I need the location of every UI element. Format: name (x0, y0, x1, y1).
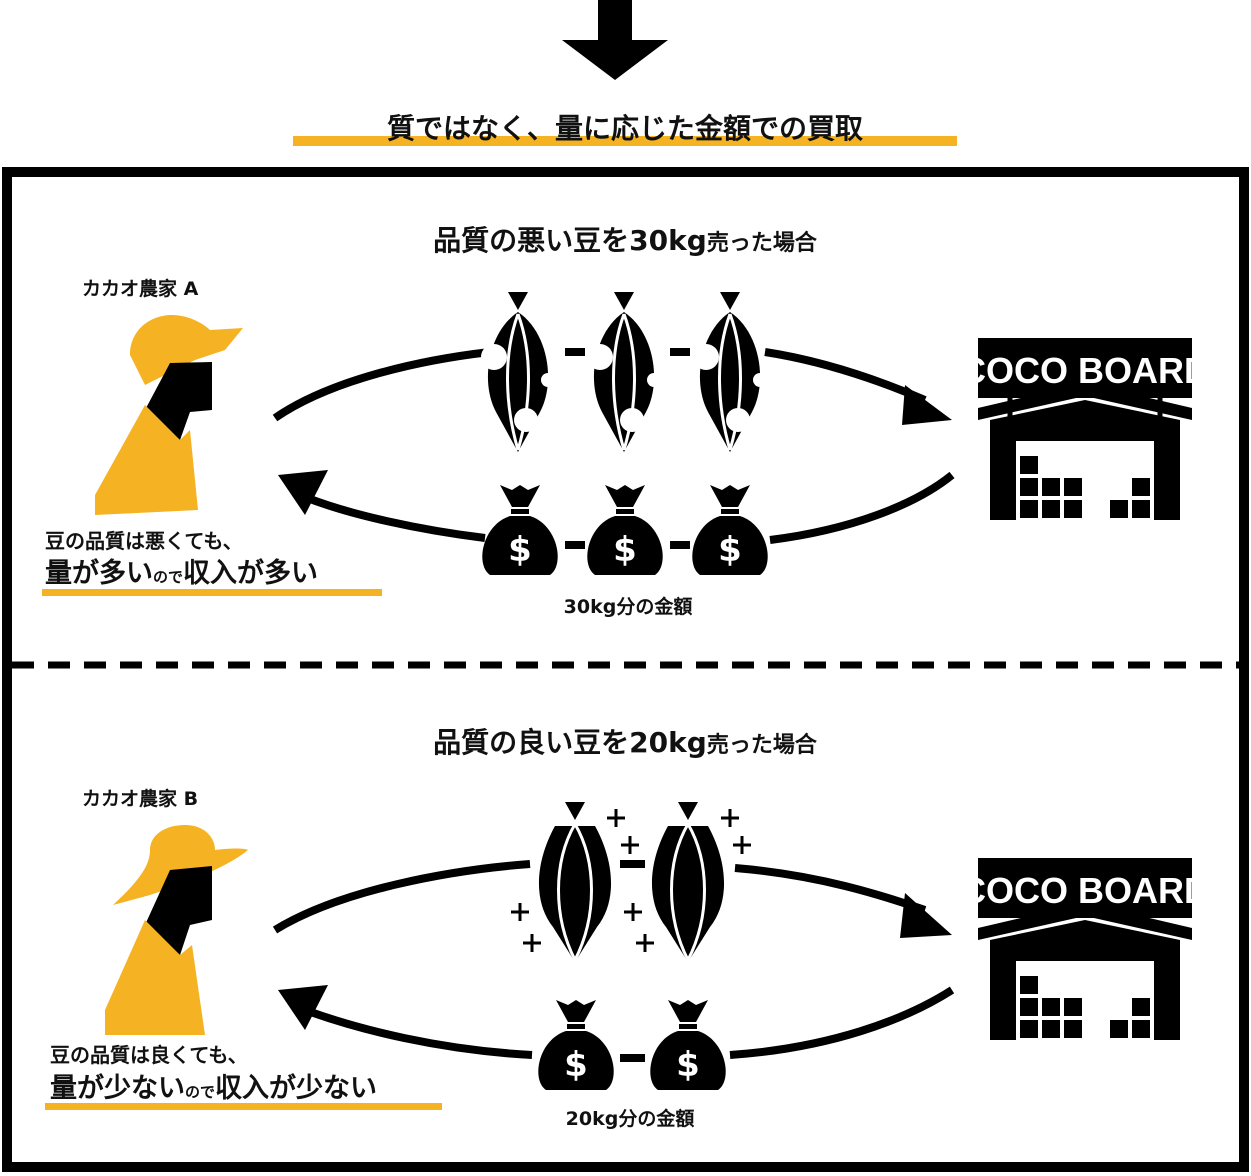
money-bag-icon (692, 485, 768, 575)
arrowhead-right-icon (902, 385, 952, 425)
farmer-label: カカオ農家 B (82, 787, 198, 810)
bad-cacao-bean-icon (585, 290, 663, 454)
money-bag-icon (587, 485, 663, 575)
down-arrow-icon (562, 0, 668, 80)
farmer-label: カカオ農家 A (82, 277, 199, 300)
arrowhead-left-icon (278, 470, 328, 515)
scenario-low-quality: 品質の悪い豆を30kg売った場合 カカオ農家 A 豆の品質は悪くても、 量が多い… (42, 224, 1210, 618)
money-bag-icon (650, 1000, 726, 1090)
good-cacao-bean-icon (537, 800, 613, 964)
amount-label: 20kg分の金額 (566, 1107, 695, 1130)
caption-underline (42, 589, 382, 596)
page-title: 質ではなく、量に応じた金額での買取 (387, 112, 863, 145)
scenario-heading: 品質の悪い豆を30kg売った場合 (433, 224, 818, 257)
title-underline (293, 136, 957, 146)
farmer-caption-line2: 量が少ないので収入が少ない (50, 1072, 377, 1104)
money-bag-icon (482, 485, 558, 575)
warehouse-icon (978, 903, 1192, 1040)
scenario-high-quality: 品質の良い豆を20kg売った場合 カカオ農家 B 豆の品質は良くても、 量が少な… (45, 726, 1210, 1130)
warehouse-icon (978, 383, 1192, 520)
farmer-cap-icon (95, 315, 243, 515)
coco-board-store: COCO BOARD (960, 338, 1210, 520)
arrowhead-left-icon (278, 985, 328, 1030)
flow-arrow-to-farmer (303, 471, 955, 544)
arrowhead-right-icon (900, 893, 952, 938)
outer-frame (2, 167, 1249, 1172)
flow-arrow-to-farmer (303, 986, 955, 1059)
bad-cacao-bean-icon (691, 290, 769, 454)
caption-underline (45, 1103, 442, 1110)
bad-cacao-bean-icon (479, 290, 557, 454)
amount-label: 30kg分の金額 (564, 595, 693, 618)
scenario-heading: 品質の良い豆を20kg売った場合 (433, 726, 818, 759)
money-bag-icon (538, 1000, 614, 1090)
good-cacao-bean-icon (650, 800, 726, 964)
farmer-hat-icon (105, 825, 248, 1035)
farmer-caption-line2: 量が多いので収入が多い (45, 557, 318, 589)
farmer-caption-line1: 豆の品質は悪くても、 (45, 529, 243, 553)
coco-board-store: COCO BOARD (960, 858, 1210, 1040)
farmer-caption-line1: 豆の品質は良くても、 (50, 1043, 248, 1067)
